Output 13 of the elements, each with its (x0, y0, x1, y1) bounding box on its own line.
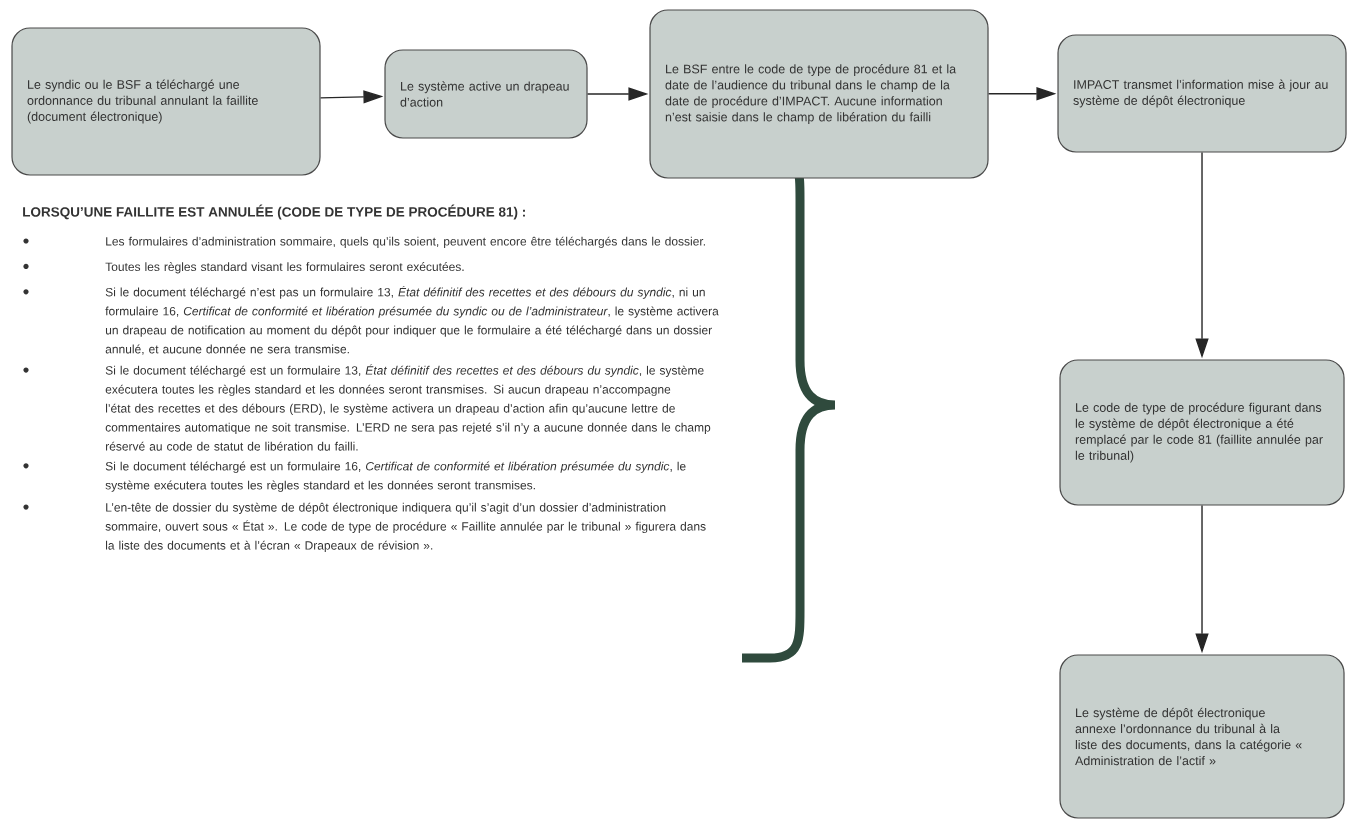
process-box: IMPACT transmet l’information mise à jour au système de dépôt électronique (1057, 34, 1347, 153)
heading: LORSQU’UNE FAILLITE EST ANNULÉE (CODE DE TYPE DE PROCÉDURE 81) : (23, 204, 525, 220)
bullet-text: L’en-tête de dossier du système de dépôt électronique indiquera qu’il s’agit d’un dossier d’administration sommaire, ouvert sous « État ». Le code de type de procédure « Faillite annulée par le tribunal » figurera dans la liste des documents et à l’écran « Drapeaux de révision ». (105, 502, 706, 553)
process-box: Le système active un drapeau d’action (384, 49, 588, 139)
bullet-text: Toutes les règles standard visant les formulaires seront exécutées. (105, 262, 464, 274)
process-box: Le code de type de procédure figurant dans le système de dépôt électronique a été remplacé par le code 81 (faillite annulée par le tribunal) (1059, 359, 1345, 506)
bullet-text: Si le document téléchargé est un formulaire 16, Certificat de conformité et libération présumée du syndic, le système exécutera toutes les règles standard et les données seront transmises. (105, 461, 686, 492)
process-box: Le BSF entre le code de type de procédure 81 et la date de l’audience du tribunal dans le champ de la date de procédure d’IMPACT. Aucune information n’est saisie dans le champ de libération du failli (649, 9, 989, 179)
bullet-text: Les formulaires d’administration sommaire, quels qu’ils soient, peuvent encore être téléchargés dans le dossier. (106, 236, 705, 248)
process-box: Le système de dépôt électronique annexe l’ordonnance du tribunal à la liste des documents, dans la catégorie « Administration de l’actif » (1059, 654, 1345, 819)
bullet-text: Si le document téléchargé n’est pas un formulaire 13, État définitif des recettes et des débours du syndic, ni un formulaire 16, Certificat de conformité et libération présumée du syndic ou de l’administrateur, le système activera un drapeau de notification au moment du dépôt pour indiquer que le formulaire a été téléchargé dans un dossier annulé, et aucune donnée ne sera transmise. (105, 285, 719, 355)
bullet-text: Si le document téléchargé est un formulaire 13, État définitif des recettes et des débours du syndic, le système exécutera toutes les règles standard et les données seront transmises. Si aucun drapeau n’accompagne l’état des recettes et des débours (ERD), le système activera un drapeau d’action afin qu’aucune lettre de commentaires automatique ne soit transmise. L’ERD ne sera pas rejeté s’il n’y a aucune donnée dans le champ réservé au code de statut de libération du failli. (105, 364, 711, 451)
process-box: Le syndic ou le BSF a téléchargé une ordonnance du tribunal annulant la faillite (document électronique) (11, 27, 321, 176)
